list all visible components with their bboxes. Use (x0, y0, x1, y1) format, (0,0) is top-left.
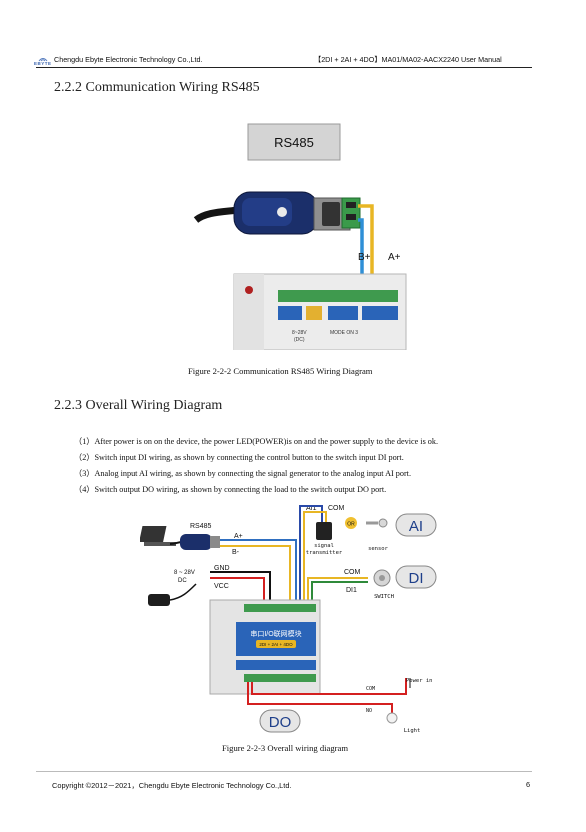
rs485-label-box (247, 123, 341, 161)
module-label-plate (236, 622, 316, 656)
paragraph-4: （4）Switch output DO wiring, as shown by … (74, 485, 387, 494)
header-company: Chengdu Ebyte Electronic Technology Co.,… (54, 55, 203, 64)
header-rule (36, 67, 532, 68)
rs485-label: RS485 (274, 135, 314, 150)
fig-com-do: COM (366, 686, 375, 692)
fig-no: NO (366, 708, 372, 714)
wire-a-label: A+ (388, 252, 401, 263)
rs485-adapter-icon (180, 534, 212, 550)
wire-com-do (251, 678, 407, 695)
power-adapter-icon (148, 594, 170, 606)
fig-com-top: COM (328, 505, 345, 512)
fig-di1: DI1 (346, 587, 357, 594)
ai-badge (395, 513, 437, 537)
fig-rs485: RS485 (190, 523, 212, 530)
terminal-mode: MODE ON 3 (330, 330, 358, 336)
fig-light: Light (404, 728, 421, 734)
wire-vcc (210, 577, 265, 608)
wire-a-plus (220, 539, 297, 608)
fig-or: OR (347, 522, 355, 528)
fig-di-badge: DI (409, 570, 424, 587)
section-title-rs485: 2.2.2 Communication Wiring RS485 (54, 80, 260, 95)
or-badge (345, 517, 357, 529)
fig-signal: signal (314, 543, 334, 549)
fig-a-plus: A+ (234, 533, 243, 540)
fig-ai-badge: AI (409, 518, 423, 535)
fig-transmitter: transmitter (306, 550, 343, 556)
fig-module-sub: 2DI + 2AI + 4DO (259, 642, 293, 647)
section-title-overall: 2.2.3 Overall Wiring Diagram (54, 398, 223, 413)
fig-vcc: VCC (214, 583, 229, 590)
do-badge (259, 709, 301, 733)
header-manual: 【2DI + 2AI + 4DO】MA01/MA02-AACX2240 User… (314, 55, 502, 64)
fig-b-minus: B- (232, 549, 240, 556)
header-logo-text: EBYTE (34, 61, 52, 66)
adapter-badge-icon (277, 207, 287, 217)
fig-switch: SWITCH (374, 594, 394, 600)
fig-sensor: sensor (368, 546, 389, 552)
wire-ai1 (299, 505, 323, 608)
fig-ai1: AI1 (306, 505, 317, 512)
rs485-wiring-figure: RS485 B+ A+ 8~28V (DC) MODE ON 3 (182, 116, 407, 350)
footer-copyright: Copyright ©2012－2021，Chengdu Ebyte Elect… (52, 781, 292, 790)
fig-com-di: COM (344, 569, 361, 576)
fig-module-title: 串口I/O联网模块 (250, 629, 301, 638)
wire-a (358, 204, 374, 294)
logo-icon (38, 58, 48, 62)
wire-no (247, 682, 393, 714)
wire-b-minus (220, 545, 291, 608)
led-icon (245, 286, 253, 294)
signal-transmitter-icon (316, 522, 332, 540)
laptop-icon (140, 526, 167, 542)
wire-gnd (210, 571, 271, 608)
paragraph-1: （1）After power is on on the device, the … (74, 437, 439, 446)
wire-com-di (307, 577, 368, 608)
wire-b-label: B+ (358, 252, 371, 263)
light-bulb-icon (386, 712, 398, 724)
footer-rule (36, 771, 532, 772)
header-logo (36, 54, 50, 64)
fig-do-badge: DO (269, 714, 292, 731)
fig-power-in: Power in (406, 678, 433, 684)
device-terminal-strip (278, 290, 398, 302)
figure-caption-overall: Figure 2-2-3 Overall wiring diagram (222, 743, 349, 753)
paragraph-3: （3）Analog input AI wiring, as shown by c… (74, 469, 411, 478)
paragraph-2: （2）Switch input DI wiring, as shown by c… (74, 453, 404, 462)
terminal-power: 8~28V (292, 330, 307, 336)
fig-dc: DC (178, 578, 187, 584)
overall-wiring-figure: RS485 A+ B- 8 ~ 28V DC GND VCC AI1 COM O… (140, 505, 437, 734)
figure-caption-rs485: Figure 2-2-2 Communication RS485 Wiring … (188, 366, 373, 376)
di-badge (395, 565, 437, 589)
wire-b (358, 218, 364, 296)
wire-di1 (311, 581, 368, 608)
fig-gnd: GND (214, 565, 230, 572)
page-number: 6 (526, 780, 531, 789)
wire-com-ai (303, 511, 327, 608)
fig-power-range: 8 ~ 28V (174, 570, 195, 576)
terminal-dc: (DC) (294, 337, 305, 343)
